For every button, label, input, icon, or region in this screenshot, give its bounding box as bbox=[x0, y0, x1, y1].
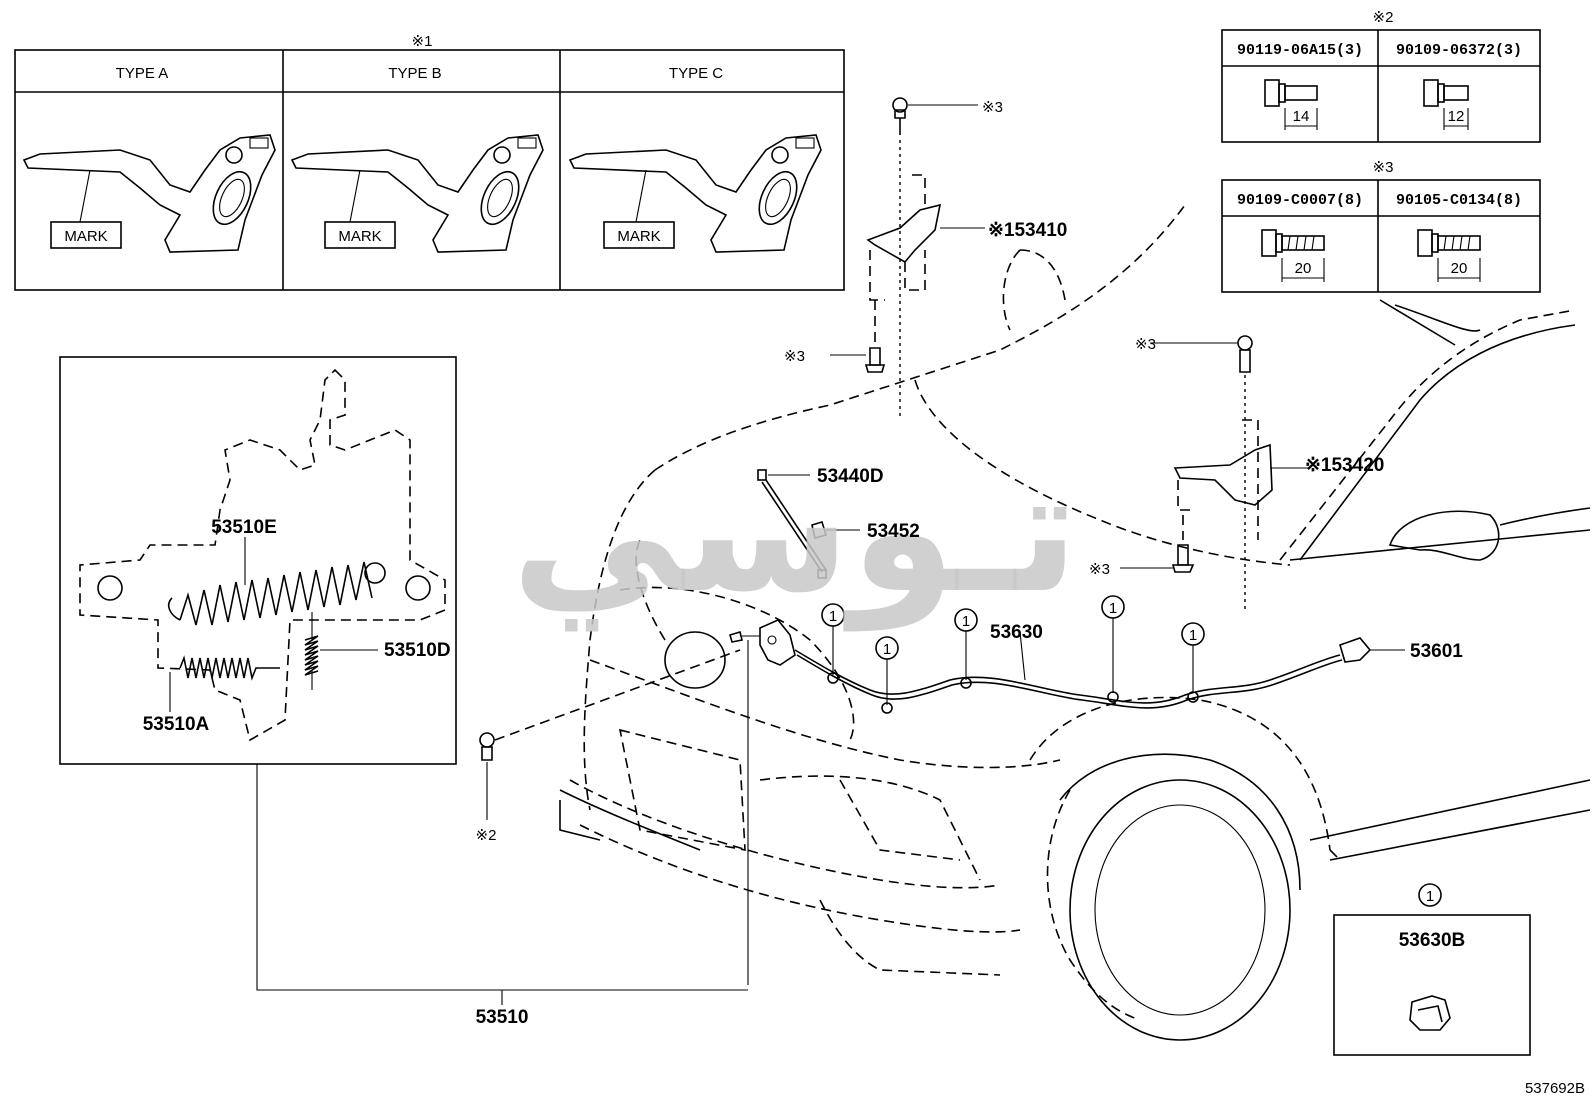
hood-release-cable bbox=[794, 649, 1343, 709]
hood-hinge-left bbox=[830, 97, 985, 420]
clip-detail-box: 1 53630B bbox=[1333, 883, 1531, 1056]
label-53510A: 53510A bbox=[143, 714, 210, 735]
svg-text:1: 1 bbox=[829, 608, 837, 625]
hood-lock-assembly bbox=[729, 619, 796, 985]
watermark-logo: تـوسي bbox=[511, 433, 1079, 632]
bolt-table-2-note: ※2 bbox=[1373, 9, 1394, 26]
svg-text:1: 1 bbox=[1109, 600, 1117, 617]
bolt-3b-drawing: 20 bbox=[1417, 229, 1481, 282]
label-53510E: 53510E bbox=[211, 517, 277, 538]
hood-hinge-right bbox=[1120, 335, 1310, 610]
label-53630: 53630 bbox=[990, 622, 1043, 643]
lock-bolt bbox=[479, 649, 741, 820]
label-53510: 53510 bbox=[476, 1007, 529, 1028]
label-53440D: 53440D bbox=[817, 466, 884, 487]
bolt-2a-drawing: 14 bbox=[1264, 79, 1318, 130]
diagram-id: 537692B bbox=[1525, 1080, 1585, 1097]
svg-text:1: 1 bbox=[883, 641, 891, 658]
clip-ref-3: 1 bbox=[954, 608, 978, 689]
vehicle-outline bbox=[559, 204, 1591, 1041]
bolt-3a-drawing: 20 bbox=[1261, 229, 1325, 282]
bolt-3a-dimension: 20 bbox=[1295, 260, 1312, 277]
bolt-3b-number: 90105-C0134(8) bbox=[1396, 192, 1522, 209]
bolt-table-3-note: ※3 bbox=[1373, 159, 1394, 176]
mark-label-b: MARK bbox=[338, 228, 381, 245]
label-53601: 53601 bbox=[1410, 641, 1463, 662]
hinge-type-c-drawing: MARK bbox=[568, 134, 822, 253]
label-53452: 53452 bbox=[867, 521, 920, 542]
clip-ref-4: 1 bbox=[1101, 595, 1125, 703]
svg-text:1: 1 bbox=[1189, 627, 1197, 644]
clip-box-ref: 1 bbox=[1426, 888, 1434, 905]
hood-rod-holder-clip bbox=[811, 521, 860, 539]
label-53510D: 53510D bbox=[384, 640, 451, 661]
label-s3-left: ※3 bbox=[784, 348, 805, 365]
label-53420: ※153420 bbox=[1305, 455, 1384, 476]
type-a-header: TYPE A bbox=[116, 65, 169, 82]
bolt-3a-number: 90109-C0007(8) bbox=[1237, 192, 1363, 209]
type-c-header: TYPE C bbox=[669, 65, 723, 82]
hinge-type-a-drawing: MARK bbox=[22, 134, 276, 253]
bolt-2b-number: 90109-06372(3) bbox=[1396, 42, 1522, 59]
mark-label-c: MARK bbox=[617, 228, 660, 245]
hood-support-rod bbox=[757, 469, 827, 579]
cable-clip-refs: 1 1 1 1 1 bbox=[821, 595, 1205, 714]
bolt-2b-drawing: 12 bbox=[1423, 79, 1469, 130]
bolt-table-2: ※2 90119-06A15(3) 90109-06372(3) 14 12 bbox=[1221, 9, 1541, 143]
clip-ref-1: 1 bbox=[821, 603, 845, 684]
label-s3-right-top: ※3 bbox=[1135, 336, 1156, 353]
bolt-2b-dimension: 12 bbox=[1448, 108, 1465, 125]
label-s3-top: ※3 bbox=[982, 99, 1003, 116]
svg-text:1: 1 bbox=[962, 613, 970, 630]
type-table: ※1 TYPE A TYPE B TYPE C MARK MARK bbox=[14, 33, 845, 291]
mark-label-a: MARK bbox=[64, 228, 107, 245]
hinge-type-b-drawing: MARK bbox=[290, 134, 544, 253]
label-s2-bolt: ※2 bbox=[476, 827, 497, 844]
clip-box-part: 53630B bbox=[1399, 930, 1466, 951]
bolt-2a-number: 90119-06A15(3) bbox=[1237, 42, 1363, 59]
bolt-2a-dimension: 14 bbox=[1293, 108, 1310, 125]
clip-ref-2: 1 bbox=[875, 636, 899, 714]
type-table-note: ※1 bbox=[412, 33, 433, 50]
label-s3-right-bottom: ※3 bbox=[1089, 561, 1110, 578]
label-53410: ※153410 bbox=[988, 220, 1067, 241]
hood-release-lever bbox=[1339, 637, 1405, 663]
clip-ref-5: 1 bbox=[1181, 622, 1205, 703]
type-b-header: TYPE B bbox=[388, 65, 441, 82]
bolt-3b-dimension: 20 bbox=[1451, 260, 1468, 277]
lock-detail-inset: 53510E 53510D 53510A bbox=[59, 356, 748, 1005]
bolt-table-3: ※3 90109-C0007(8) 90105-C0134(8) 20 bbox=[1221, 159, 1541, 293]
